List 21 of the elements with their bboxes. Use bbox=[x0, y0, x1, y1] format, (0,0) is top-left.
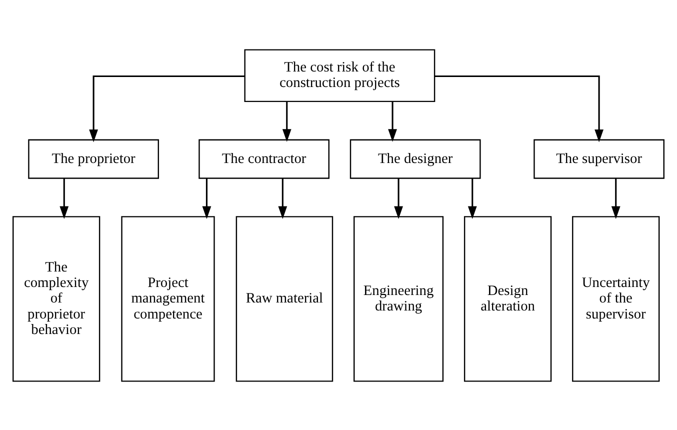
node-box: The proprietor bbox=[28, 138, 159, 178]
node-box: The cost risk of the construction projects bbox=[244, 48, 436, 102]
arrow bbox=[394, 178, 403, 218]
node-box: Raw material bbox=[236, 216, 334, 382]
arrow bbox=[468, 178, 477, 218]
arrow bbox=[282, 101, 292, 142]
arrow bbox=[278, 178, 288, 218]
node-box: Uncertainty of the supervisor bbox=[572, 216, 660, 382]
node-box: Design alteration bbox=[464, 216, 552, 382]
arrow bbox=[60, 178, 69, 218]
node-box: Engineering drawing bbox=[354, 216, 444, 382]
arrow bbox=[434, 74, 604, 142]
arrow bbox=[89, 74, 245, 142]
node-box: The supervisor bbox=[534, 138, 664, 178]
arrow bbox=[202, 178, 212, 218]
node-box: The contractor bbox=[198, 138, 330, 178]
arrow bbox=[611, 178, 620, 218]
node-box: The complexity of proprietor behavior bbox=[12, 216, 100, 382]
arrow bbox=[388, 101, 397, 142]
node-box: The designer bbox=[350, 138, 481, 178]
node-box: Project management competence bbox=[121, 216, 215, 382]
